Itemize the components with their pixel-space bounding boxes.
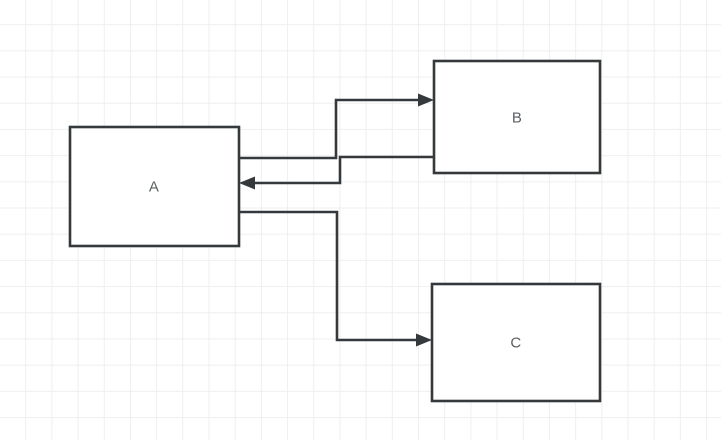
node-b[interactable]: B <box>432 59 602 175</box>
node-a[interactable]: A <box>68 125 241 248</box>
edge-a-to-b-line[interactable] <box>239 98 418 160</box>
node-a-label: A <box>149 179 159 196</box>
node-a-rect[interactable] <box>68 125 241 248</box>
arrowhead-icon-a-to-c <box>416 333 432 347</box>
edge-b-to-a-line[interactable] <box>255 155 434 185</box>
node-layer: A B C <box>68 59 602 403</box>
arrowhead-icon-b-to-a <box>239 176 255 190</box>
edge-a-to-c[interactable] <box>239 210 432 347</box>
node-c-rect[interactable] <box>430 282 602 403</box>
edge-layer <box>239 93 434 347</box>
arrowhead-icon-a-to-b <box>418 93 434 107</box>
edge-a-to-c-line[interactable] <box>239 210 416 342</box>
node-b-rect[interactable] <box>432 59 602 175</box>
edge-b-to-a[interactable] <box>239 155 434 190</box>
node-b-label: B <box>512 110 522 127</box>
node-c-label: C <box>510 335 521 352</box>
edge-a-to-b[interactable] <box>239 93 434 160</box>
node-c[interactable]: C <box>430 282 602 403</box>
